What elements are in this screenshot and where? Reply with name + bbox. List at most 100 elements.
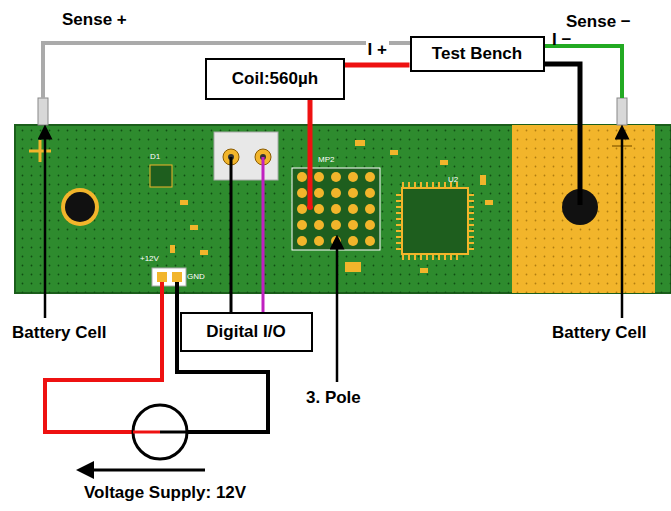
pcb-board xyxy=(438,182,440,188)
pcb-board xyxy=(297,188,307,198)
direction-arrow xyxy=(85,469,205,472)
pcb-board xyxy=(468,242,474,244)
part-label: Battery Cell xyxy=(12,323,106,343)
pcb-board xyxy=(355,140,365,146)
pcb-board xyxy=(426,182,428,188)
box-text: Digital I/O xyxy=(206,322,285,342)
leader-arrow xyxy=(44,132,47,318)
pcb-board xyxy=(314,236,324,246)
pcb-board xyxy=(396,218,402,220)
battery-terminal xyxy=(38,98,48,125)
pcb-board xyxy=(480,175,486,185)
pcb-board xyxy=(15,125,671,293)
box-text: Test Bench xyxy=(432,44,522,64)
pcb-board xyxy=(331,188,341,198)
pcb-board xyxy=(314,220,324,230)
pcb-board xyxy=(365,220,375,230)
pcb-board xyxy=(152,268,186,286)
wire-label: Sense + xyxy=(62,10,127,30)
pcb-board xyxy=(414,254,416,260)
leader-arrow xyxy=(621,132,624,318)
edge-label: I + xyxy=(366,40,389,60)
pcb-board xyxy=(200,250,208,255)
pcb-board xyxy=(180,200,188,205)
pcb-board xyxy=(450,254,452,260)
pcb-board xyxy=(396,248,402,250)
pcb-board xyxy=(331,204,341,214)
pcb-board xyxy=(314,172,324,182)
pcb-board xyxy=(331,220,341,230)
pcb-board xyxy=(408,254,410,260)
pcb-board xyxy=(365,236,375,246)
pcb-board xyxy=(365,172,375,182)
pcb-board xyxy=(365,188,375,198)
pcb-board xyxy=(402,182,404,188)
pcb-board xyxy=(29,140,51,162)
pcb-board xyxy=(468,200,474,202)
pcb-board xyxy=(365,204,375,214)
instrument-box: Test Bench xyxy=(410,36,545,72)
pcb-board xyxy=(348,204,358,214)
pcb-board xyxy=(468,206,474,208)
pcb-board xyxy=(408,182,410,188)
pcb-board xyxy=(468,212,474,214)
pcb-board xyxy=(61,188,99,226)
pcb-board xyxy=(314,188,324,198)
wire-label: Sense − xyxy=(566,12,631,32)
voltage-source-symbol xyxy=(133,431,160,434)
pcb-board xyxy=(396,224,402,226)
part-label: Voltage Supply: 12V xyxy=(84,483,246,503)
silkscreen-text: U2 xyxy=(448,175,458,184)
pcb-board xyxy=(348,172,358,182)
pcb-board xyxy=(348,188,358,198)
supply-wire xyxy=(177,282,268,432)
pcb-board xyxy=(348,236,358,246)
component-box: Coil:560µh xyxy=(205,58,345,100)
pcb-board xyxy=(150,165,172,187)
pcb-board xyxy=(420,254,422,260)
pcb-board xyxy=(440,160,448,165)
pcb-board xyxy=(420,268,428,273)
pcb-board xyxy=(402,188,468,254)
pcb-board xyxy=(390,150,398,155)
pcb-board xyxy=(172,272,182,282)
pcb-board xyxy=(396,200,402,202)
pcb-board xyxy=(468,230,474,232)
pcb-board xyxy=(396,236,402,238)
pcb-board xyxy=(456,254,458,260)
pcb-board xyxy=(297,220,307,230)
pcb-board xyxy=(348,220,358,230)
coil-wire xyxy=(308,100,313,205)
pcb-board xyxy=(297,236,307,246)
pcb-board xyxy=(15,125,671,293)
pcb-board xyxy=(468,194,474,196)
pcb-board xyxy=(297,172,307,182)
pcb-board xyxy=(65,192,95,222)
pcb-board xyxy=(426,254,428,260)
silkscreen-text: D1 xyxy=(150,152,160,161)
pcb-board xyxy=(468,224,474,226)
current-minus-wire xyxy=(545,64,580,205)
pcb-board xyxy=(314,204,324,214)
battery-terminal xyxy=(617,98,627,125)
illustration xyxy=(307,204,313,210)
pcb-board xyxy=(468,248,474,250)
battery-terminal xyxy=(38,98,627,125)
pcb-board xyxy=(331,172,341,182)
box-text: Coil:560µh xyxy=(232,69,318,89)
pcb-board xyxy=(297,204,307,214)
voltage-source-symbol xyxy=(160,431,187,434)
pcb-board xyxy=(170,245,175,253)
pcb-board xyxy=(396,182,474,260)
signal-box: Digital I/O xyxy=(180,312,313,352)
pcb-board xyxy=(468,218,474,220)
pcb-board xyxy=(432,182,434,188)
pcb-board xyxy=(444,254,446,260)
silkscreen-text: MP2 xyxy=(318,155,334,164)
pcb-board xyxy=(414,182,416,188)
part-label: Battery Cell xyxy=(552,323,646,343)
pcb-board xyxy=(512,125,655,293)
wire-label: I − xyxy=(552,30,571,50)
pcb-board xyxy=(444,182,446,188)
voltage-source-symbol xyxy=(133,405,187,459)
